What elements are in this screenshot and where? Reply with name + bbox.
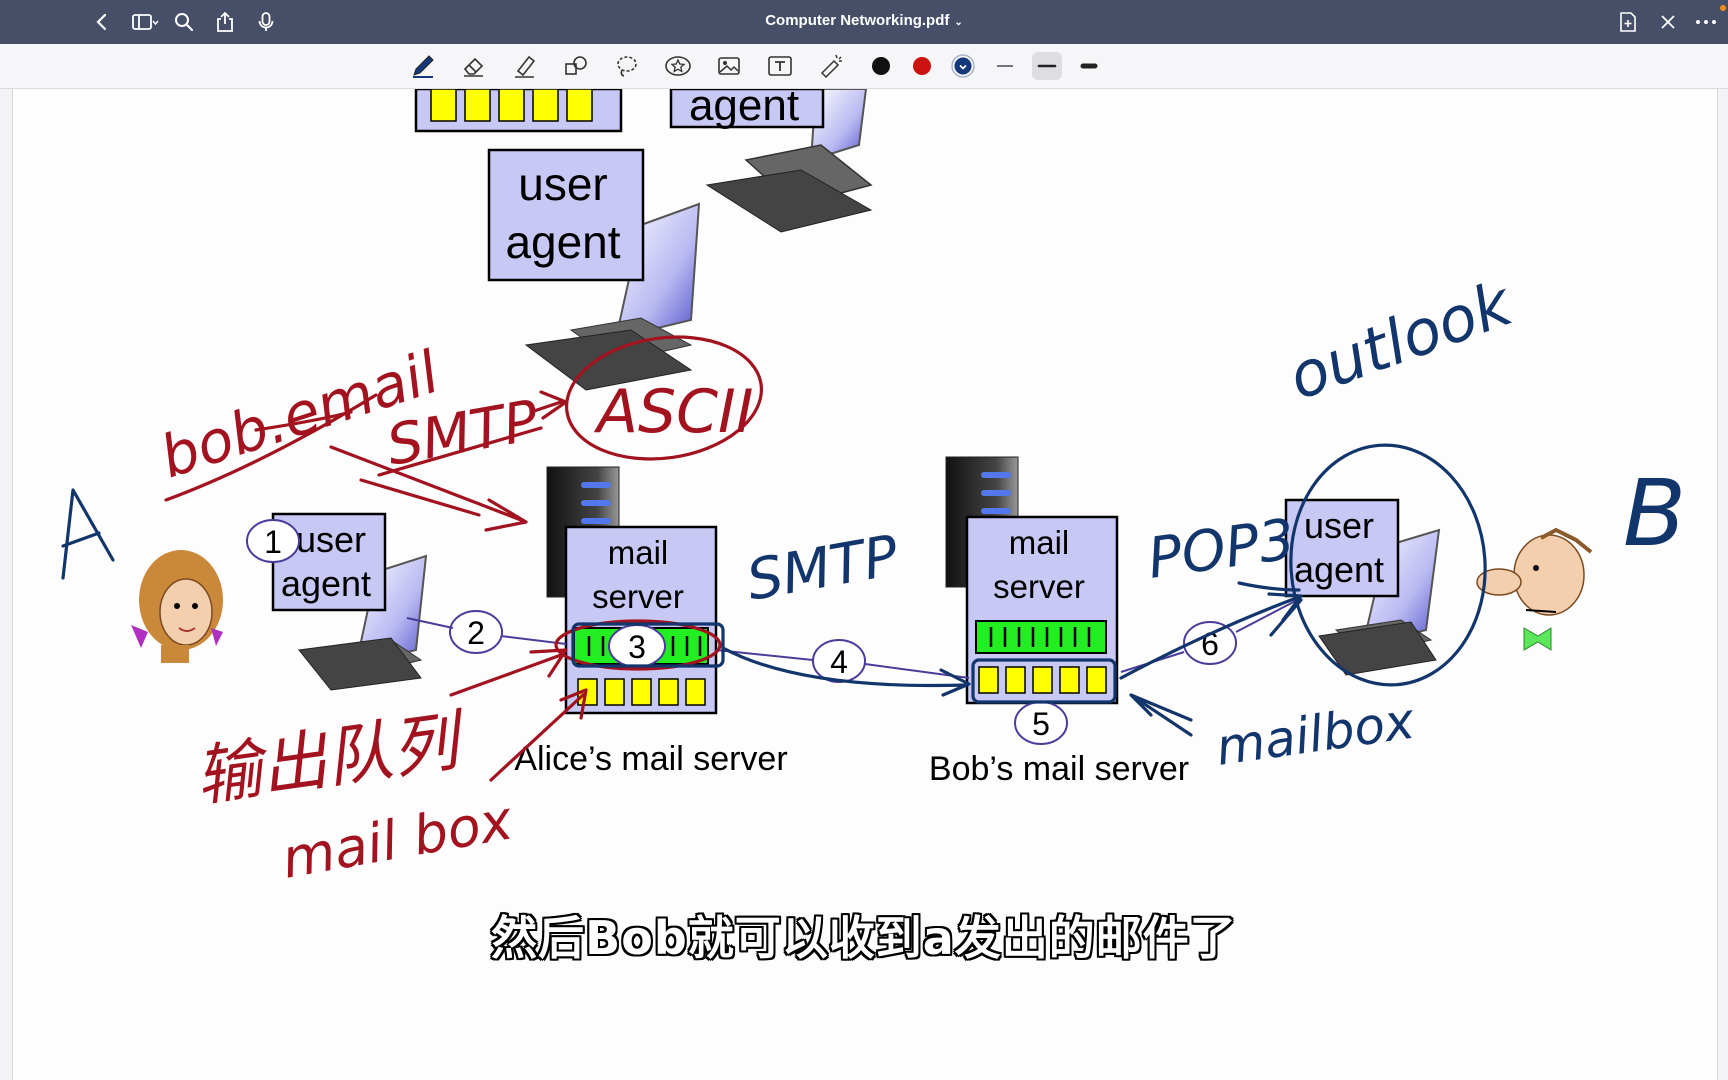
lasso-icon[interactable]	[612, 52, 642, 80]
blue-mailbox-box	[971, 658, 1117, 704]
stroke-width-medium[interactable]	[1032, 52, 1062, 80]
blue-queue-box	[571, 622, 725, 668]
top-agent-label-2: agent	[505, 216, 620, 268]
ascii-circle	[564, 335, 764, 461]
left-agent-label: agent	[281, 563, 371, 604]
bob-server-label: server	[993, 568, 1085, 605]
right-user-agent: user agent	[1284, 498, 1441, 676]
outlook-circle	[1289, 443, 1487, 687]
image-icon[interactable]	[714, 52, 744, 80]
step-2-label: 2	[467, 615, 485, 651]
text-icon[interactable]	[765, 52, 795, 80]
red-arrow-to-server	[329, 445, 528, 532]
ascii-handwriting: ASCII	[593, 377, 753, 447]
back-icon[interactable]	[90, 10, 114, 34]
red-arrow-queue	[449, 648, 568, 697]
blue-arrow-mailbox	[1129, 693, 1193, 737]
sidebar-icon[interactable]	[130, 10, 160, 34]
smtp-mid-handwriting: SMTP	[742, 523, 903, 613]
bob-icon	[1476, 527, 1593, 651]
add-page-icon[interactable]	[1616, 10, 1640, 34]
pen-icon[interactable]	[408, 52, 438, 80]
annotation-toolbar	[0, 44, 1728, 89]
document-title-text: Computer Networking.pdf	[765, 12, 950, 29]
more-icon[interactable]	[1694, 10, 1718, 34]
letter-a-handwriting	[61, 488, 115, 580]
top-user-agent: user agent	[487, 148, 701, 391]
search-icon[interactable]	[172, 10, 196, 34]
pdf-page[interactable]: agent user agent user a	[12, 89, 1718, 1080]
shapes-icon[interactable]	[561, 52, 591, 80]
alice-server-caption: Alice’s mail server	[514, 740, 787, 778]
chevron-down-icon: ⌄	[954, 17, 963, 28]
alice-icon	[131, 550, 223, 663]
alice-server-label: server	[592, 578, 684, 615]
alice-mail-server: mail server	[546, 466, 718, 715]
right-agent-label: agent	[1294, 549, 1384, 590]
letter-b-handwriting: B	[1623, 460, 1686, 567]
share-icon[interactable]	[213, 10, 237, 34]
notification-dot	[1720, 5, 1726, 11]
right-user-label: user	[1304, 505, 1374, 546]
queue-circle	[554, 619, 722, 671]
top-queue	[414, 89, 623, 133]
top-user-label: user	[518, 158, 607, 210]
video-subtitle: 然后Bob就可以收到a发出的邮件了	[491, 911, 1237, 965]
close-icon[interactable]	[1656, 10, 1680, 34]
pop3-handwriting: POP3	[1144, 507, 1299, 592]
mailbox-handwriting: mailbox	[1213, 692, 1419, 777]
sticker-icon[interactable]	[663, 52, 693, 80]
highlighter-icon[interactable]	[510, 52, 540, 80]
title-bar: Computer Networking.pdf ⌄	[0, 0, 1728, 44]
left-user-label: user	[296, 519, 366, 560]
blue-arrow-smtp	[721, 646, 971, 697]
top-agent-label: agent	[689, 89, 799, 130]
top-right-computer: agent	[669, 89, 873, 233]
left-user-agent: user agent	[271, 512, 428, 691]
output-queue-handwriting: 输出队列	[191, 702, 472, 816]
bob-server-caption: Bob’s mail server	[929, 750, 1189, 788]
laser-pointer-icon[interactable]	[816, 52, 846, 80]
color-swatch-blue[interactable]	[948, 52, 978, 80]
eraser-icon[interactable]	[459, 52, 489, 80]
microphone-icon[interactable]	[254, 10, 278, 34]
bob-mail-server: mail server	[945, 456, 1119, 705]
step-3-label: 3	[628, 629, 646, 665]
step-circles: 1 2 3 4 5 6	[246, 519, 1237, 745]
step-5-label: 5	[1032, 706, 1050, 742]
step-4-label: 4	[830, 644, 848, 680]
mail-box-handwriting: mail box	[277, 788, 518, 891]
step-1-label: 1	[264, 524, 282, 560]
diagram-canvas: agent user agent user a	[61, 89, 1686, 891]
bob-mail-label: mail	[1009, 524, 1070, 561]
outlook-handwriting: outlook	[1279, 266, 1523, 414]
color-swatch-red[interactable]	[907, 52, 937, 80]
stroke-width-thin[interactable]	[990, 52, 1020, 80]
color-swatch-black[interactable]	[866, 52, 896, 80]
alice-mail-label: mail	[608, 534, 669, 571]
stroke-width-thick[interactable]	[1074, 52, 1104, 80]
